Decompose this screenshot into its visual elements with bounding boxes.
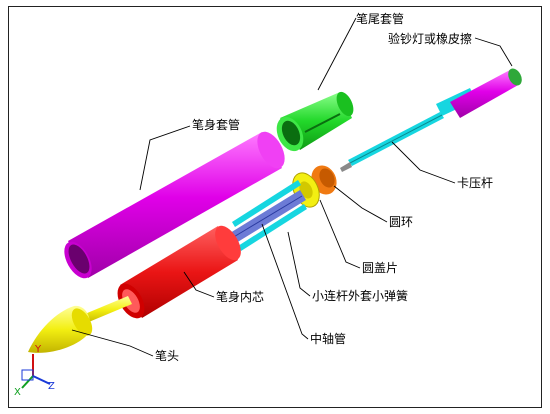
leader-axis-tube xyxy=(261,223,309,340)
leader-inner-core xyxy=(183,271,215,298)
label-cap-plate: 圆盖片 xyxy=(362,261,399,275)
label-body-sleeve: 笔身套管 xyxy=(192,118,241,132)
leader-lamp-eraser xyxy=(474,37,513,67)
pen-tip-part xyxy=(28,296,132,353)
axis-label-x: X xyxy=(14,387,21,398)
leader-pen-tip xyxy=(71,329,154,357)
leader-ring xyxy=(333,185,388,223)
lamp-eraser-part xyxy=(450,68,522,118)
label-clip-bar: 卡压杆 xyxy=(457,176,494,190)
axis-label-y: Y xyxy=(35,344,42,355)
label-rod-spring: 小连杆外套小弹簧 xyxy=(312,289,409,303)
leader-tail-sleeve xyxy=(317,17,357,91)
leader-lines xyxy=(71,17,513,357)
label-axis-tube: 中轴管 xyxy=(310,332,347,346)
label-tail-sleeve: 笔尾套管 xyxy=(356,12,405,26)
label-inner-core: 笔身内芯 xyxy=(216,290,265,304)
frame-border xyxy=(8,6,542,408)
leader-cap-plate xyxy=(319,199,361,269)
label-pen-tip: 笔头 xyxy=(155,349,180,363)
leader-rod-spring xyxy=(287,231,311,297)
axis-tube-part xyxy=(230,180,307,251)
leader-body-sleeve xyxy=(139,125,191,191)
tail-sleeve-part xyxy=(276,91,354,152)
label-ring: 圆环 xyxy=(389,215,414,229)
inner-core-part xyxy=(117,225,241,319)
ucs-axis-icon xyxy=(21,354,51,389)
axis-label-z: Z xyxy=(48,381,55,392)
body-sleeve-part xyxy=(64,131,285,279)
leader-clip-bar xyxy=(391,141,456,184)
label-lamp-eraser: 验钞灯或橡皮擦 xyxy=(388,32,473,46)
